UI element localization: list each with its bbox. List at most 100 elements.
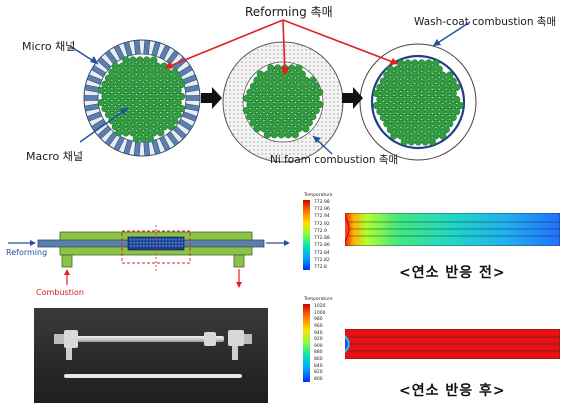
contour-before xyxy=(345,213,560,246)
catalyst-pellet xyxy=(133,241,136,244)
catalyst-pellet xyxy=(439,132,447,140)
catalyst-pellet xyxy=(418,59,426,67)
catalyst-pellet xyxy=(386,89,395,98)
catalyst-pellet xyxy=(136,68,144,76)
catalyst-pellet xyxy=(165,241,168,244)
catalyst-pellet xyxy=(281,100,289,109)
colorbar-tick-label: 772.9 xyxy=(314,228,327,234)
catalyst-pellet xyxy=(425,120,433,128)
catalyst-pellet xyxy=(281,125,289,133)
catalyst-pellet xyxy=(177,104,186,113)
catalyst-pellet xyxy=(150,56,158,64)
catalyst-pellet xyxy=(442,89,450,98)
colorbar-tick-label: 960 xyxy=(314,323,323,329)
catalyst-pellet xyxy=(129,244,133,247)
catalyst-pellet xyxy=(397,107,405,116)
catalyst-pellet xyxy=(168,244,171,247)
catalyst-pellet xyxy=(421,113,429,122)
catalyst-pellet xyxy=(277,118,285,127)
catalyst-pellet xyxy=(260,88,268,96)
catalyst-pellet xyxy=(146,123,154,131)
catalyst-pellet xyxy=(125,110,134,119)
catalyst-pellet xyxy=(256,118,265,127)
catalyst-pellet xyxy=(284,82,292,90)
catalyst-pellet xyxy=(125,86,134,95)
micro-channel xyxy=(185,95,201,101)
catalyst-pellet xyxy=(267,64,275,72)
catalyst-pellet xyxy=(249,118,258,127)
catalyst-pellet xyxy=(393,89,402,98)
catalyst-pellet xyxy=(376,95,384,104)
catalyst-pellet xyxy=(167,98,175,107)
catalyst-pellet xyxy=(386,65,395,73)
catalyst-pellet xyxy=(386,113,395,122)
catalyst-pellet xyxy=(393,126,402,134)
catalyst-pellet xyxy=(253,76,261,84)
catalyst-pellet xyxy=(393,77,402,85)
catalyst-pellet xyxy=(397,120,405,128)
catalyst-pellet xyxy=(446,120,454,128)
catalyst-pellet xyxy=(400,89,409,98)
catalyst-pellet xyxy=(379,89,388,98)
catalyst-pellet xyxy=(277,94,285,103)
catalyst-pellet xyxy=(432,120,440,128)
catalyst-pellet xyxy=(439,120,447,128)
catalyst-pellet xyxy=(298,70,306,78)
catalyst-pellet xyxy=(418,107,426,116)
catalyst-pellet xyxy=(171,117,179,125)
catalyst-pellet xyxy=(379,77,388,85)
catalyst-pellet xyxy=(246,100,254,109)
catalyst-pellet xyxy=(386,77,395,85)
catalyst-pellet xyxy=(435,77,443,85)
catalyst-pellet xyxy=(129,241,133,244)
catalyst-pellet xyxy=(277,106,285,115)
catalyst-pellet xyxy=(256,70,265,78)
catalyst-pellet xyxy=(125,123,134,131)
catalyst-pellet xyxy=(132,86,140,95)
catalyst-pellet xyxy=(428,138,436,146)
colorbar-tick-label: 772.96 xyxy=(314,207,330,213)
catalyst-pellet xyxy=(316,88,324,96)
catalyst-pellet xyxy=(160,86,168,95)
catalyst-pellet xyxy=(181,238,184,241)
catalyst-pellet xyxy=(157,80,165,88)
catalyst-pellet xyxy=(256,82,265,90)
catalyst-pellet xyxy=(291,131,299,139)
fitting-right xyxy=(228,330,244,346)
reactor-schematic xyxy=(8,225,290,288)
catalyst-pellet xyxy=(150,104,158,113)
colorbar-tick-label: 772.8 xyxy=(314,265,327,270)
catalyst-pellet xyxy=(153,74,161,82)
catalyst-pellet xyxy=(407,126,415,134)
catalyst-pellet xyxy=(312,106,320,115)
catalyst-pellet xyxy=(418,95,426,104)
catalyst-pellet xyxy=(260,125,268,133)
arrow-head-icon xyxy=(30,240,36,246)
catalyst-pellet xyxy=(129,68,137,76)
catalyst-pellet xyxy=(111,62,120,70)
reactor-photo xyxy=(34,308,268,403)
catalyst-pellet xyxy=(122,129,130,137)
catalyst-pellet xyxy=(428,101,436,110)
catalyst-pellet xyxy=(270,94,279,103)
catalyst-pellet xyxy=(386,101,395,110)
catalyst-pellet xyxy=(411,120,419,128)
catalyst-pellet xyxy=(274,64,282,72)
catalyst-pellet xyxy=(97,86,106,95)
catalyst-pellet xyxy=(132,123,140,131)
catalyst-pellet xyxy=(181,244,184,247)
catalyst-pellet xyxy=(174,86,182,95)
catalyst-pellet xyxy=(263,82,272,90)
catalyst-pellet xyxy=(260,76,268,84)
catalyst-pellet xyxy=(164,117,172,125)
catalyst-pellet xyxy=(158,238,161,241)
catalyst-pellet xyxy=(145,241,149,244)
catalyst-pellet xyxy=(442,101,450,110)
catalyst-pellet xyxy=(407,113,415,122)
catalyst-pellet xyxy=(452,83,461,91)
colorbar-tick-label: 772.94 xyxy=(314,214,330,220)
catalyst-pellet xyxy=(149,238,152,241)
catalyst-pellet xyxy=(393,65,402,73)
catalyst-pellet xyxy=(256,94,265,103)
macro-pointer xyxy=(79,107,129,143)
